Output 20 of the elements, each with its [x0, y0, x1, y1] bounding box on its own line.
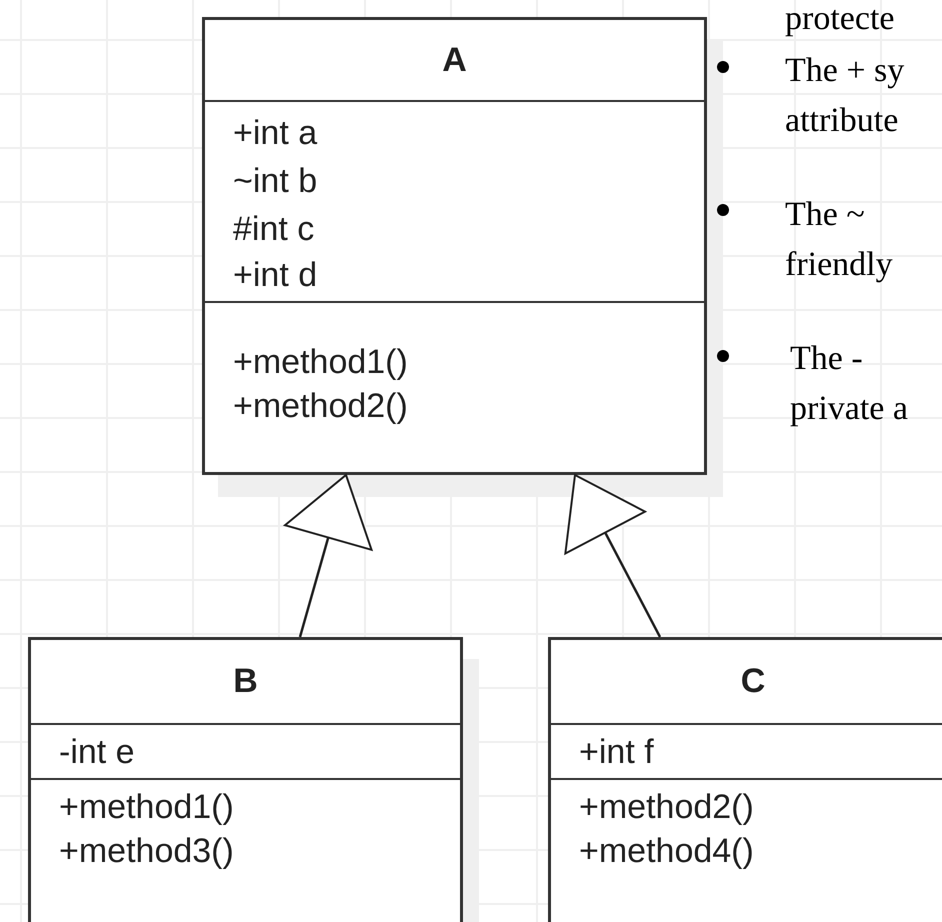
note-text: protecte	[785, 0, 896, 39]
attribute-text: #int c	[233, 210, 314, 248]
attribute-text: +int f	[579, 733, 654, 771]
attribute-text: +int a	[233, 114, 318, 152]
method-text: +method1()	[59, 788, 234, 826]
note-text: The + sy attribute	[785, 51, 906, 141]
attribute-text: +int d	[233, 256, 318, 294]
method-text: +method1()	[233, 343, 408, 381]
method-text: +method2()	[579, 788, 754, 826]
attribute-text: ~int b	[233, 162, 318, 200]
class-box	[548, 637, 942, 922]
note-text: The - private a	[790, 339, 909, 429]
method-text: +method4()	[579, 832, 754, 870]
class-name: A	[441, 40, 468, 81]
method-text: +method2()	[233, 387, 408, 425]
class-name: B	[232, 661, 259, 702]
attribute-text: -int e	[59, 733, 135, 771]
class-name: C	[740, 661, 766, 702]
note-text: The ~ friendly	[785, 195, 894, 285]
method-text: +method3()	[59, 832, 234, 870]
